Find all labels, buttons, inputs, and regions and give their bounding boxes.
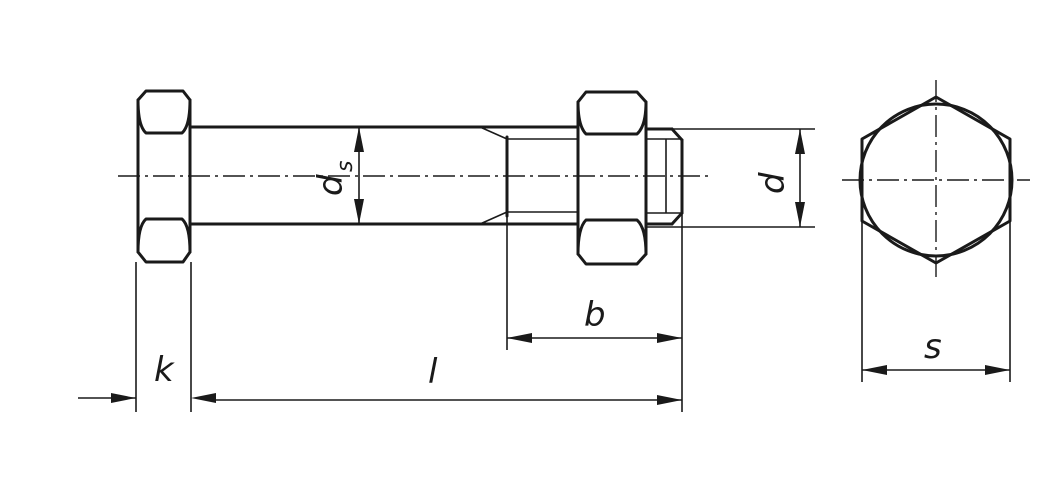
bolt-shank bbox=[188, 125, 580, 226]
dimension-k: k bbox=[78, 262, 216, 412]
label-d: d bbox=[753, 172, 793, 194]
dimension-s: s bbox=[861, 221, 1011, 382]
hex-end-view bbox=[842, 80, 1030, 282]
label-k: k bbox=[154, 350, 175, 390]
label-b: b bbox=[584, 295, 606, 335]
label-ds: d bbox=[311, 174, 351, 196]
dimension-l: l bbox=[216, 352, 682, 405]
bolt-head bbox=[136, 89, 192, 264]
label-s: s bbox=[924, 327, 942, 367]
label-l: l bbox=[428, 352, 438, 392]
label-ds-subscript: s bbox=[333, 161, 358, 172]
dimension-ds: d s bbox=[311, 127, 364, 224]
dimension-d: d bbox=[646, 128, 815, 228]
dimension-b: b bbox=[506, 213, 683, 412]
nut bbox=[576, 90, 648, 266]
